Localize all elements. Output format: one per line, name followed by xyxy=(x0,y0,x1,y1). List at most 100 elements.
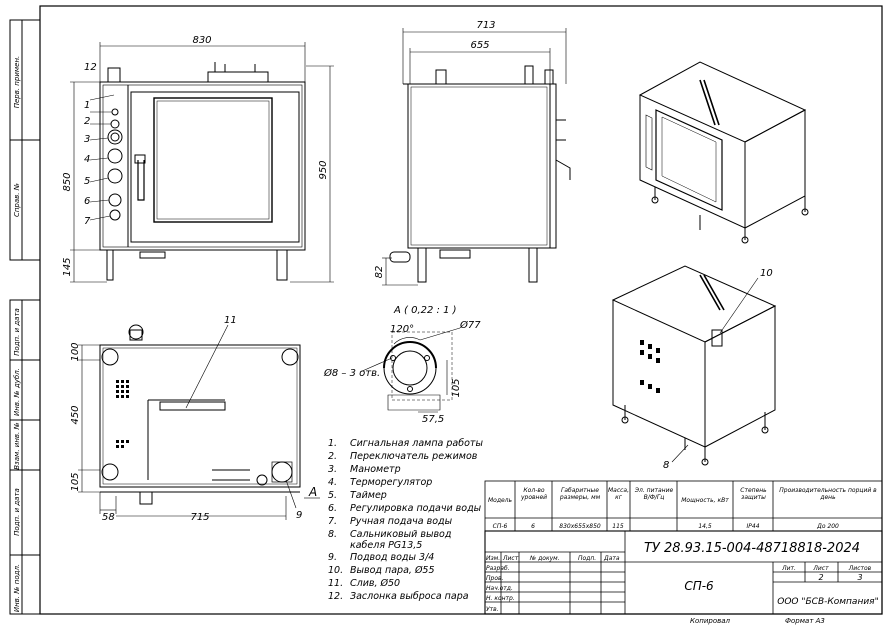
tb-role: Н. контр. xyxy=(486,595,515,602)
tb-lit-label: Лит. xyxy=(781,565,796,572)
strip-label-4: Инв. № дубл. xyxy=(13,368,21,416)
strip-label-5: Взам. инв. № xyxy=(13,422,21,470)
tb-role: Пров. xyxy=(486,575,504,582)
legend-num: 5. xyxy=(328,490,337,501)
legend-num: 11. xyxy=(328,578,343,589)
detail-a-dim-105: 105 xyxy=(451,378,462,397)
tb-col-izm: Изм. xyxy=(486,555,500,562)
callout-4: 4 xyxy=(84,154,90,165)
tb-role: Разраб. xyxy=(486,565,510,572)
callout-8: 8 xyxy=(663,460,669,471)
spec-header: Эл. питание В/Ф/Гц xyxy=(634,487,674,501)
callout-3: 3 xyxy=(84,134,90,145)
legend-item: Терморегулятор xyxy=(350,477,432,488)
callout-11: 11 xyxy=(224,315,237,326)
strip-label-7: Инв. № подл. xyxy=(13,564,21,612)
front-view xyxy=(70,42,334,283)
spec-header: Кол-во уровней xyxy=(520,487,548,501)
spec-header: Производительность порций в день xyxy=(779,487,877,501)
legend-num: 3. xyxy=(328,464,337,475)
callout-9: 9 xyxy=(296,510,302,521)
legend-item: Сальниковый вывод xyxy=(350,529,452,540)
spec-header: Масса, кг xyxy=(607,487,630,501)
callout-7: 7 xyxy=(84,216,91,227)
spec-cell: 115 xyxy=(612,523,624,530)
spec-header: Габаритные размеры, мм xyxy=(559,487,601,501)
tb-sheet: 2 xyxy=(818,573,823,582)
dim-830: 830 xyxy=(192,35,211,46)
tb-sheets-label: Листов xyxy=(848,565,872,572)
spec-header: Модель xyxy=(488,497,513,504)
dim-713: 713 xyxy=(476,20,495,31)
legend-num: 8. xyxy=(328,529,337,540)
tb-sheets: 3 xyxy=(857,573,862,582)
side-view xyxy=(382,28,571,286)
spec-header: Мощность, кВт xyxy=(681,497,729,504)
legend-item: Подвод воды 3/4 xyxy=(350,552,434,563)
left-strip xyxy=(9,299,41,615)
legend-num: 10. xyxy=(328,565,343,576)
iso-view-rear xyxy=(611,265,777,466)
dim-655: 655 xyxy=(470,40,489,51)
product-name: СП-6 xyxy=(684,579,714,593)
tb-role: Утв. xyxy=(486,606,499,613)
legend-num: 12. xyxy=(328,591,343,602)
spec-cell: IP44 xyxy=(746,523,759,530)
dim-82: 82 xyxy=(374,266,385,279)
dim-105-plan: 105 xyxy=(70,472,81,491)
strip-label-3: Подп. и дата xyxy=(13,308,21,356)
dim-58: 58 xyxy=(102,512,115,523)
tb-col-date: Дата xyxy=(603,555,620,562)
legend-item: Манометр xyxy=(350,464,401,475)
dim-950: 950 xyxy=(318,160,329,179)
legend-item: Вывод пара, Ø55 xyxy=(350,565,435,576)
legend-item: Ручная подача воды xyxy=(350,516,453,527)
detail-a-holes: Ø8 – 3 отв. xyxy=(323,367,380,379)
plan-view xyxy=(78,324,320,520)
iso-view-front xyxy=(638,61,809,244)
legend-num: 7. xyxy=(328,516,337,527)
callout-6: 6 xyxy=(84,196,90,207)
dim-145: 145 xyxy=(62,257,73,276)
strip-label-6: Подп. и дата xyxy=(13,488,21,536)
dim-450: 450 xyxy=(70,405,81,424)
spec-cell: 6 xyxy=(531,523,535,530)
spec-header: Степень защиты xyxy=(740,487,767,501)
legend-item: Таймер xyxy=(350,490,387,501)
detail-a-dia77: Ø77 xyxy=(459,319,481,331)
tb-sheet-label: Лист xyxy=(812,565,829,572)
legend-item: Сигнальная лампа работы xyxy=(350,438,483,449)
legend-item: Слив, Ø50 xyxy=(350,578,400,589)
spec-cell: 14,5 xyxy=(698,523,712,530)
detail-a xyxy=(359,327,461,413)
legend: 1. Сигнальная лампа работы 2. Переключат… xyxy=(328,438,483,602)
callout-5: 5 xyxy=(84,176,90,187)
legend-num: 9. xyxy=(328,552,337,563)
tb-role: Нач.отд. xyxy=(486,585,513,592)
legend-item: Регулировка подачи воды xyxy=(350,503,482,514)
doc-number: ТУ 28.93.15-004-48718818-2024 xyxy=(644,541,860,556)
legend-item: кабеля PG13,5 xyxy=(350,540,422,551)
strip-label-1: Перв. примен. xyxy=(13,56,21,109)
section-mark-a: A xyxy=(308,485,317,499)
legend-num: 1. xyxy=(328,438,337,449)
legend-num: 6. xyxy=(328,503,337,514)
tb-col-doc: № докум. xyxy=(529,555,560,562)
dim-850: 850 xyxy=(62,172,73,191)
format-label: Формат А3 xyxy=(785,617,825,625)
strip-label-2: Справ. № xyxy=(13,183,21,217)
tb-col-list: Лист xyxy=(502,555,519,562)
dim-715: 715 xyxy=(190,512,209,523)
callout-10: 10 xyxy=(760,268,773,279)
title-block xyxy=(484,530,883,615)
spec-cell: 830х655х850 xyxy=(559,523,601,530)
callout-2: 2 xyxy=(84,116,90,127)
company-name: ООО "БСВ-Компания" xyxy=(777,597,879,607)
callout-1: 1 xyxy=(84,100,90,111)
detail-a-angle: 120° xyxy=(390,324,414,335)
callout-12: 12 xyxy=(84,62,97,73)
legend-num: 4. xyxy=(328,477,337,488)
tb-col-sign: Подп. xyxy=(578,555,596,562)
legend-item: Заслонка выброса пара xyxy=(350,591,469,602)
